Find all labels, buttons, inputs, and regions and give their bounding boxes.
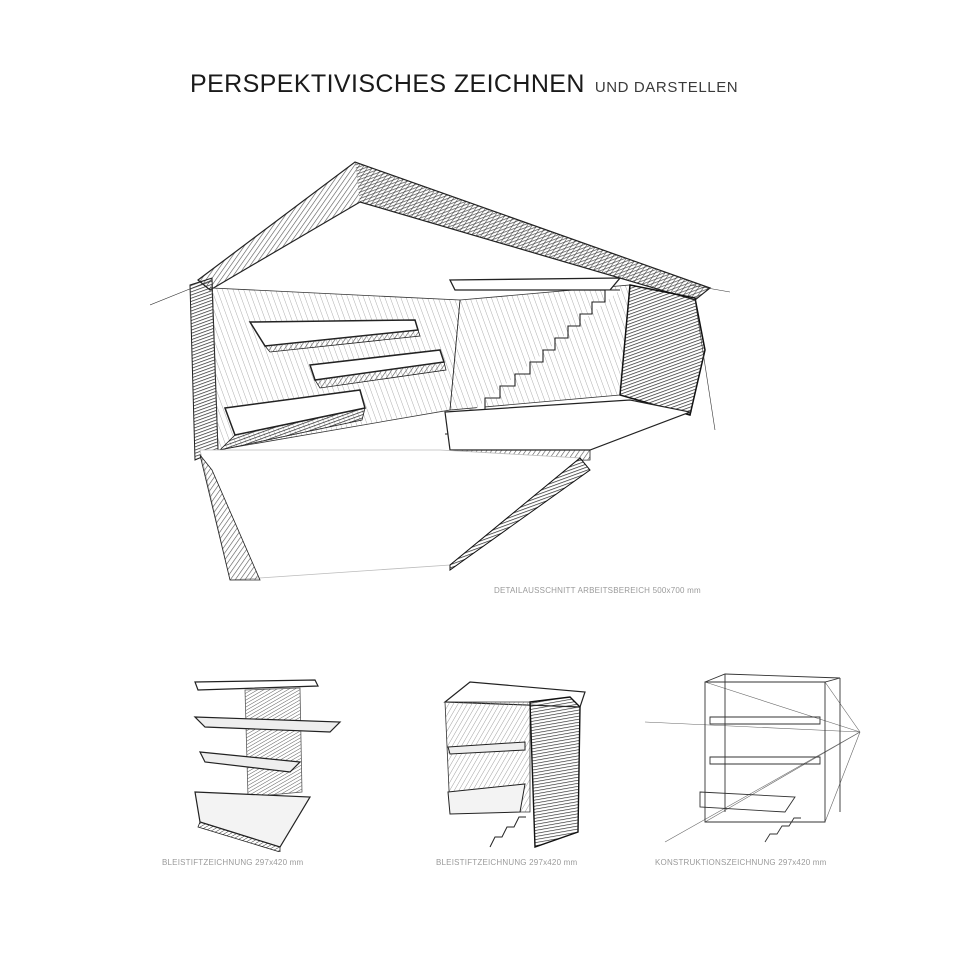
main-perspective-drawing [150, 150, 730, 590]
thumbnail-pencil-drawing-2 [430, 672, 600, 852]
thumbnail-3-caption: KONSTRUKTIONSZEICHNUNG 297x420 mm [655, 858, 827, 867]
page-title: PERSPEKTIVISCHES ZEICHNEN [190, 70, 585, 98]
page-header: PERSPEKTIVISCHES ZEICHNEN UND DARSTELLEN [190, 70, 738, 99]
main-drawing-caption: DETAILAUSSCHNITT ARBEITSBEREICH 500x700 … [494, 586, 701, 595]
thumbnail-1-caption: BLEISTIFTZEICHNUNG 297x420 mm [162, 858, 304, 867]
thumbnail-construction-drawing [645, 672, 870, 852]
page-subtitle: UND DARSTELLEN [594, 79, 739, 96]
thumbnail-2-caption: BLEISTIFTZEICHNUNG 297x420 mm [436, 858, 578, 867]
thumbnail-pencil-drawing-1 [180, 672, 350, 852]
